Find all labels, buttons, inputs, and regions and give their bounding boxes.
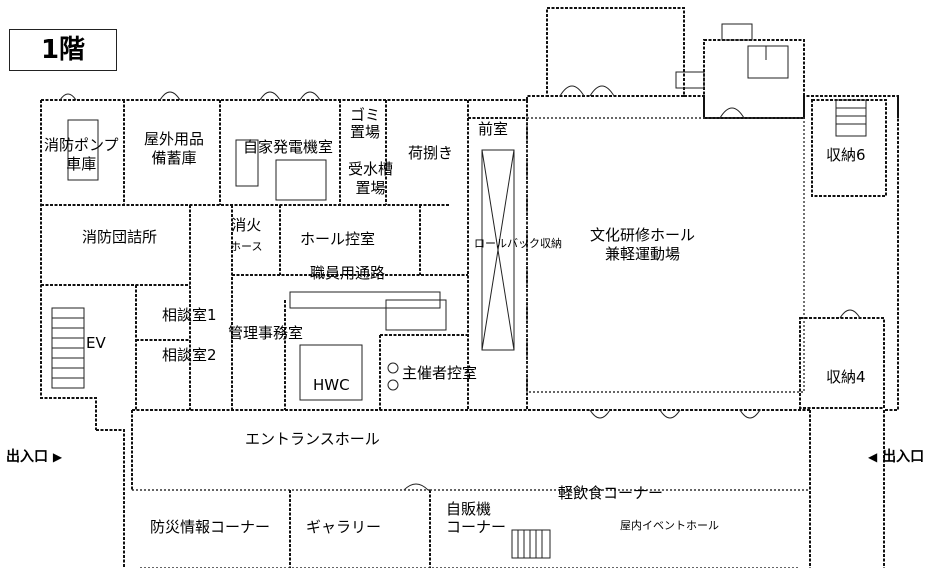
entrance-left-label: 出入口 — [6, 449, 48, 465]
room-vending-corner-line2: コーナー — [446, 518, 507, 536]
room-entrance-hall: エントランスホール — [245, 430, 380, 448]
room-hydrant-hose-line2: ホース — [230, 240, 263, 253]
floor-label-box: 1階 — [9, 29, 117, 71]
room-garbage-area-line2: 置場 — [350, 123, 381, 141]
room-garbage-area-line1: ゴミ — [350, 106, 381, 124]
room-fire-pump-garage-line2: 車庫 — [66, 155, 97, 173]
room-storage-6: 収納6 — [826, 146, 866, 164]
room-admin-office: 管理事務室 — [228, 324, 304, 342]
room-anteroom: 前室 — [478, 120, 509, 138]
room-consult-2: 相談室2 — [162, 346, 217, 364]
room-vending-corner-line1: 自販機 — [446, 500, 492, 518]
room-organizer-waiting: 主催者控室 — [402, 364, 478, 382]
entrance-right: ◀ 出入口 — [868, 446, 924, 466]
floor-label: 1階 — [40, 35, 86, 65]
room-culture-hall: 文化研修ホール 兼軽運動場 — [590, 228, 695, 262]
stairs-left — [51, 307, 85, 389]
room-garbage-area: ゴミ 置場 — [350, 108, 380, 140]
stairs-right — [835, 99, 867, 137]
storage-4-box — [799, 317, 885, 409]
roll-back-storage-box — [481, 149, 515, 351]
entrance-right-arrow-icon: ◀ — [868, 450, 878, 464]
entrance-left: 出入口 ▶ — [6, 446, 62, 466]
top-annex-structures — [546, 7, 805, 119]
room-hydrant-hose: 消火 ホース — [230, 218, 262, 254]
doors — [59, 85, 861, 491]
entrance-left-arrow-icon: ▶ — [52, 450, 63, 464]
room-gallery: ギャラリー — [306, 518, 382, 536]
room-consult-1: 相談室1 — [162, 306, 217, 324]
room-water-tank-line2: 置場 — [355, 179, 386, 197]
room-outdoor-storage: 屋外用品 備蓄庫 — [144, 132, 204, 166]
room-fire-pump-garage-line1: 消防ポンプ — [44, 136, 119, 154]
room-vending-corner: 自販機 コーナー — [446, 502, 506, 535]
room-light-meal-corner: 軽飲食コーナー — [558, 484, 664, 502]
room-disaster-info-corner: 防災情報コーナー — [150, 518, 271, 536]
room-hall-waiting: ホール控室 — [300, 230, 376, 248]
room-hydrant-hose-line1: 消火 — [231, 216, 262, 234]
culture-hall-boundary — [526, 117, 805, 393]
room-water-tank-line1: 受水槽 — [348, 160, 394, 178]
room-water-tank: 受水槽 置場 — [348, 162, 393, 196]
room-culture-hall-line1: 文化研修ホール — [590, 226, 696, 244]
room-staff-corridor: 職員用通路 — [310, 264, 386, 282]
room-roll-back-storage: ロールバック収納 — [474, 237, 562, 250]
room-outdoor-storage-line1: 屋外用品 — [144, 130, 205, 148]
room-fire-pump-garage: 消防ポンプ 車庫 — [44, 138, 119, 172]
room-generator: 自家発電機室 — [243, 138, 334, 156]
room-fire-brigade-office: 消防団詰所 — [82, 228, 158, 246]
room-hwc: HWC — [313, 376, 350, 394]
room-unloading: 荷捌き — [408, 144, 454, 162]
stairs-bottom — [511, 529, 551, 559]
room-outdoor-storage-line2: 備蓄庫 — [151, 149, 197, 167]
entrance-right-label: 出入口 — [882, 449, 925, 465]
room-storage-4: 収納4 — [826, 368, 866, 386]
room-ev: EV — [86, 334, 106, 352]
lower-section-walls — [132, 489, 810, 568]
building-outline — [40, 95, 899, 568]
fixtures — [67, 119, 447, 401]
room-indoor-event-hall: 屋内イベントホール — [620, 519, 719, 532]
room-culture-hall-line2: 兼軽運動場 — [605, 245, 681, 263]
